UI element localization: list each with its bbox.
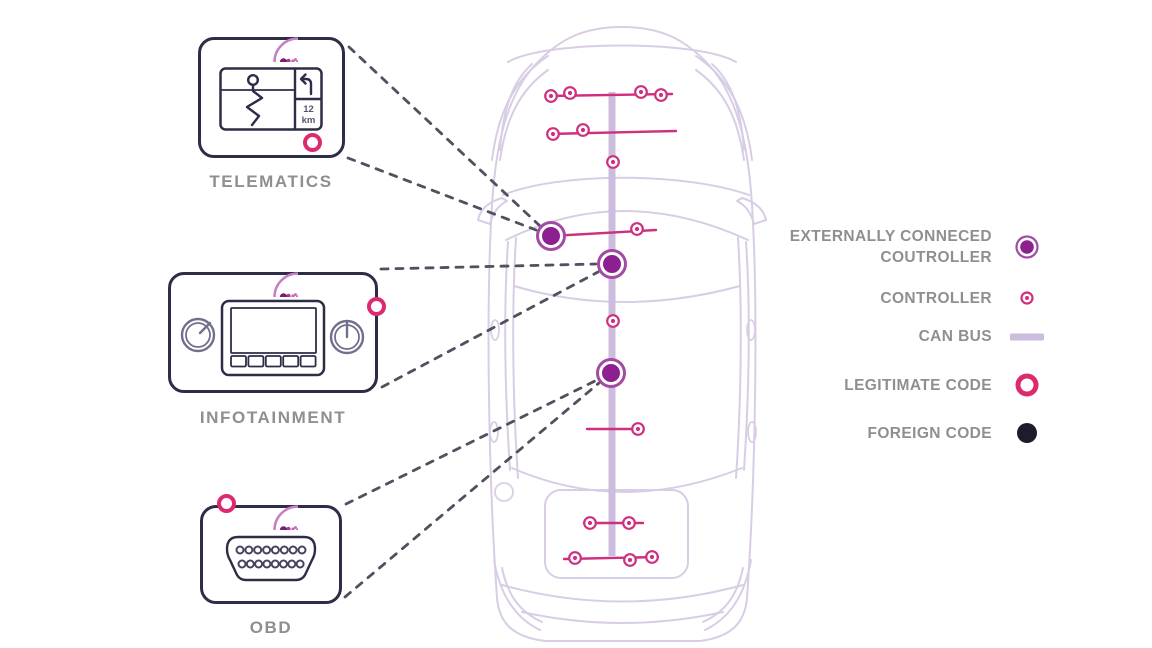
dashed-connector <box>346 156 538 232</box>
dashed-connector <box>344 378 599 506</box>
legitimate-code-marker <box>303 133 322 152</box>
externally-connected-controller-node <box>597 249 627 279</box>
controller-node <box>546 127 560 141</box>
controller-node <box>606 314 620 328</box>
controller-link-line <box>546 129 678 136</box>
turn-left-arrow-icon <box>299 73 313 96</box>
dashed-connectors <box>343 45 601 599</box>
externally-connected-controller-icon <box>1008 234 1046 260</box>
dashed-connector <box>380 270 600 389</box>
controller-node <box>622 516 636 530</box>
legitimate-code-marker <box>367 297 386 316</box>
legend-item-controller: CONTROLLER <box>766 285 1046 311</box>
controller-node <box>654 88 668 102</box>
externally-connected-controller-node <box>596 358 626 388</box>
controller-node <box>630 222 644 236</box>
controller-node <box>563 86 577 100</box>
network-icon <box>246 478 298 530</box>
legend-label: FOREIGN CODE <box>867 424 992 442</box>
infotainment-label: INFOTAINMENT <box>199 408 347 427</box>
navigation-screen: 12 km <box>219 67 323 131</box>
obd-port <box>225 535 317 582</box>
can-bus-icon <box>1008 332 1046 342</box>
externally-connected-controllers <box>536 221 627 388</box>
route-line <box>245 83 264 127</box>
car-top-view <box>477 26 767 642</box>
controller-node <box>631 422 645 436</box>
radio-display <box>230 307 317 354</box>
controller-node <box>568 551 582 565</box>
obd-pins <box>235 545 307 569</box>
distance-value: 12 <box>303 104 314 115</box>
controller-node <box>623 553 637 567</box>
legitimate-code-icon <box>1008 372 1046 398</box>
legend-label: EXTERNALLY CONNECED COUTROLLER <box>789 228 992 266</box>
controller-icon <box>1008 285 1046 311</box>
legitimate-code-marker <box>217 494 236 513</box>
right-mirror <box>736 197 767 225</box>
infotainment-head-unit <box>180 299 365 377</box>
network-icon <box>246 245 298 297</box>
foreign-code-icon <box>1008 420 1046 446</box>
network-icon <box>246 10 298 62</box>
legend-item-foreign-code: FOREIGN CODE <box>766 420 1046 446</box>
controller-node <box>583 516 597 530</box>
legend-label: CONTROLLER <box>880 289 992 307</box>
legend-item-can-bus: CAN BUS <box>766 326 1046 347</box>
externally-connected-controller-node <box>536 221 566 251</box>
dashed-connector <box>379 262 598 271</box>
radio-buttons <box>230 355 317 368</box>
small-controllers <box>544 85 668 567</box>
dashed-connector <box>347 45 541 227</box>
legend-item-externally-connected-controller: EXTERNALLY CONNECED COUTROLLER <box>766 226 1046 268</box>
controller-node <box>634 85 648 99</box>
controller-node <box>544 89 558 103</box>
distance-unit: km <box>302 115 316 126</box>
legend-label: LEGITIMATE CODE <box>844 376 992 394</box>
obd-module-box <box>200 505 342 604</box>
legend-item-legitimate-code: LEGITIMATE CODE <box>766 372 1046 398</box>
dashed-connector <box>343 381 601 599</box>
controller-node <box>606 155 620 169</box>
left-mirror <box>477 197 508 225</box>
fuel-cap <box>494 482 514 502</box>
controller-node <box>576 123 590 137</box>
legend-label: CAN BUS <box>918 328 992 345</box>
obd-label: OBD <box>249 618 293 637</box>
controller-node <box>645 550 659 564</box>
telematics-label: TELEMATICS <box>209 172 333 191</box>
